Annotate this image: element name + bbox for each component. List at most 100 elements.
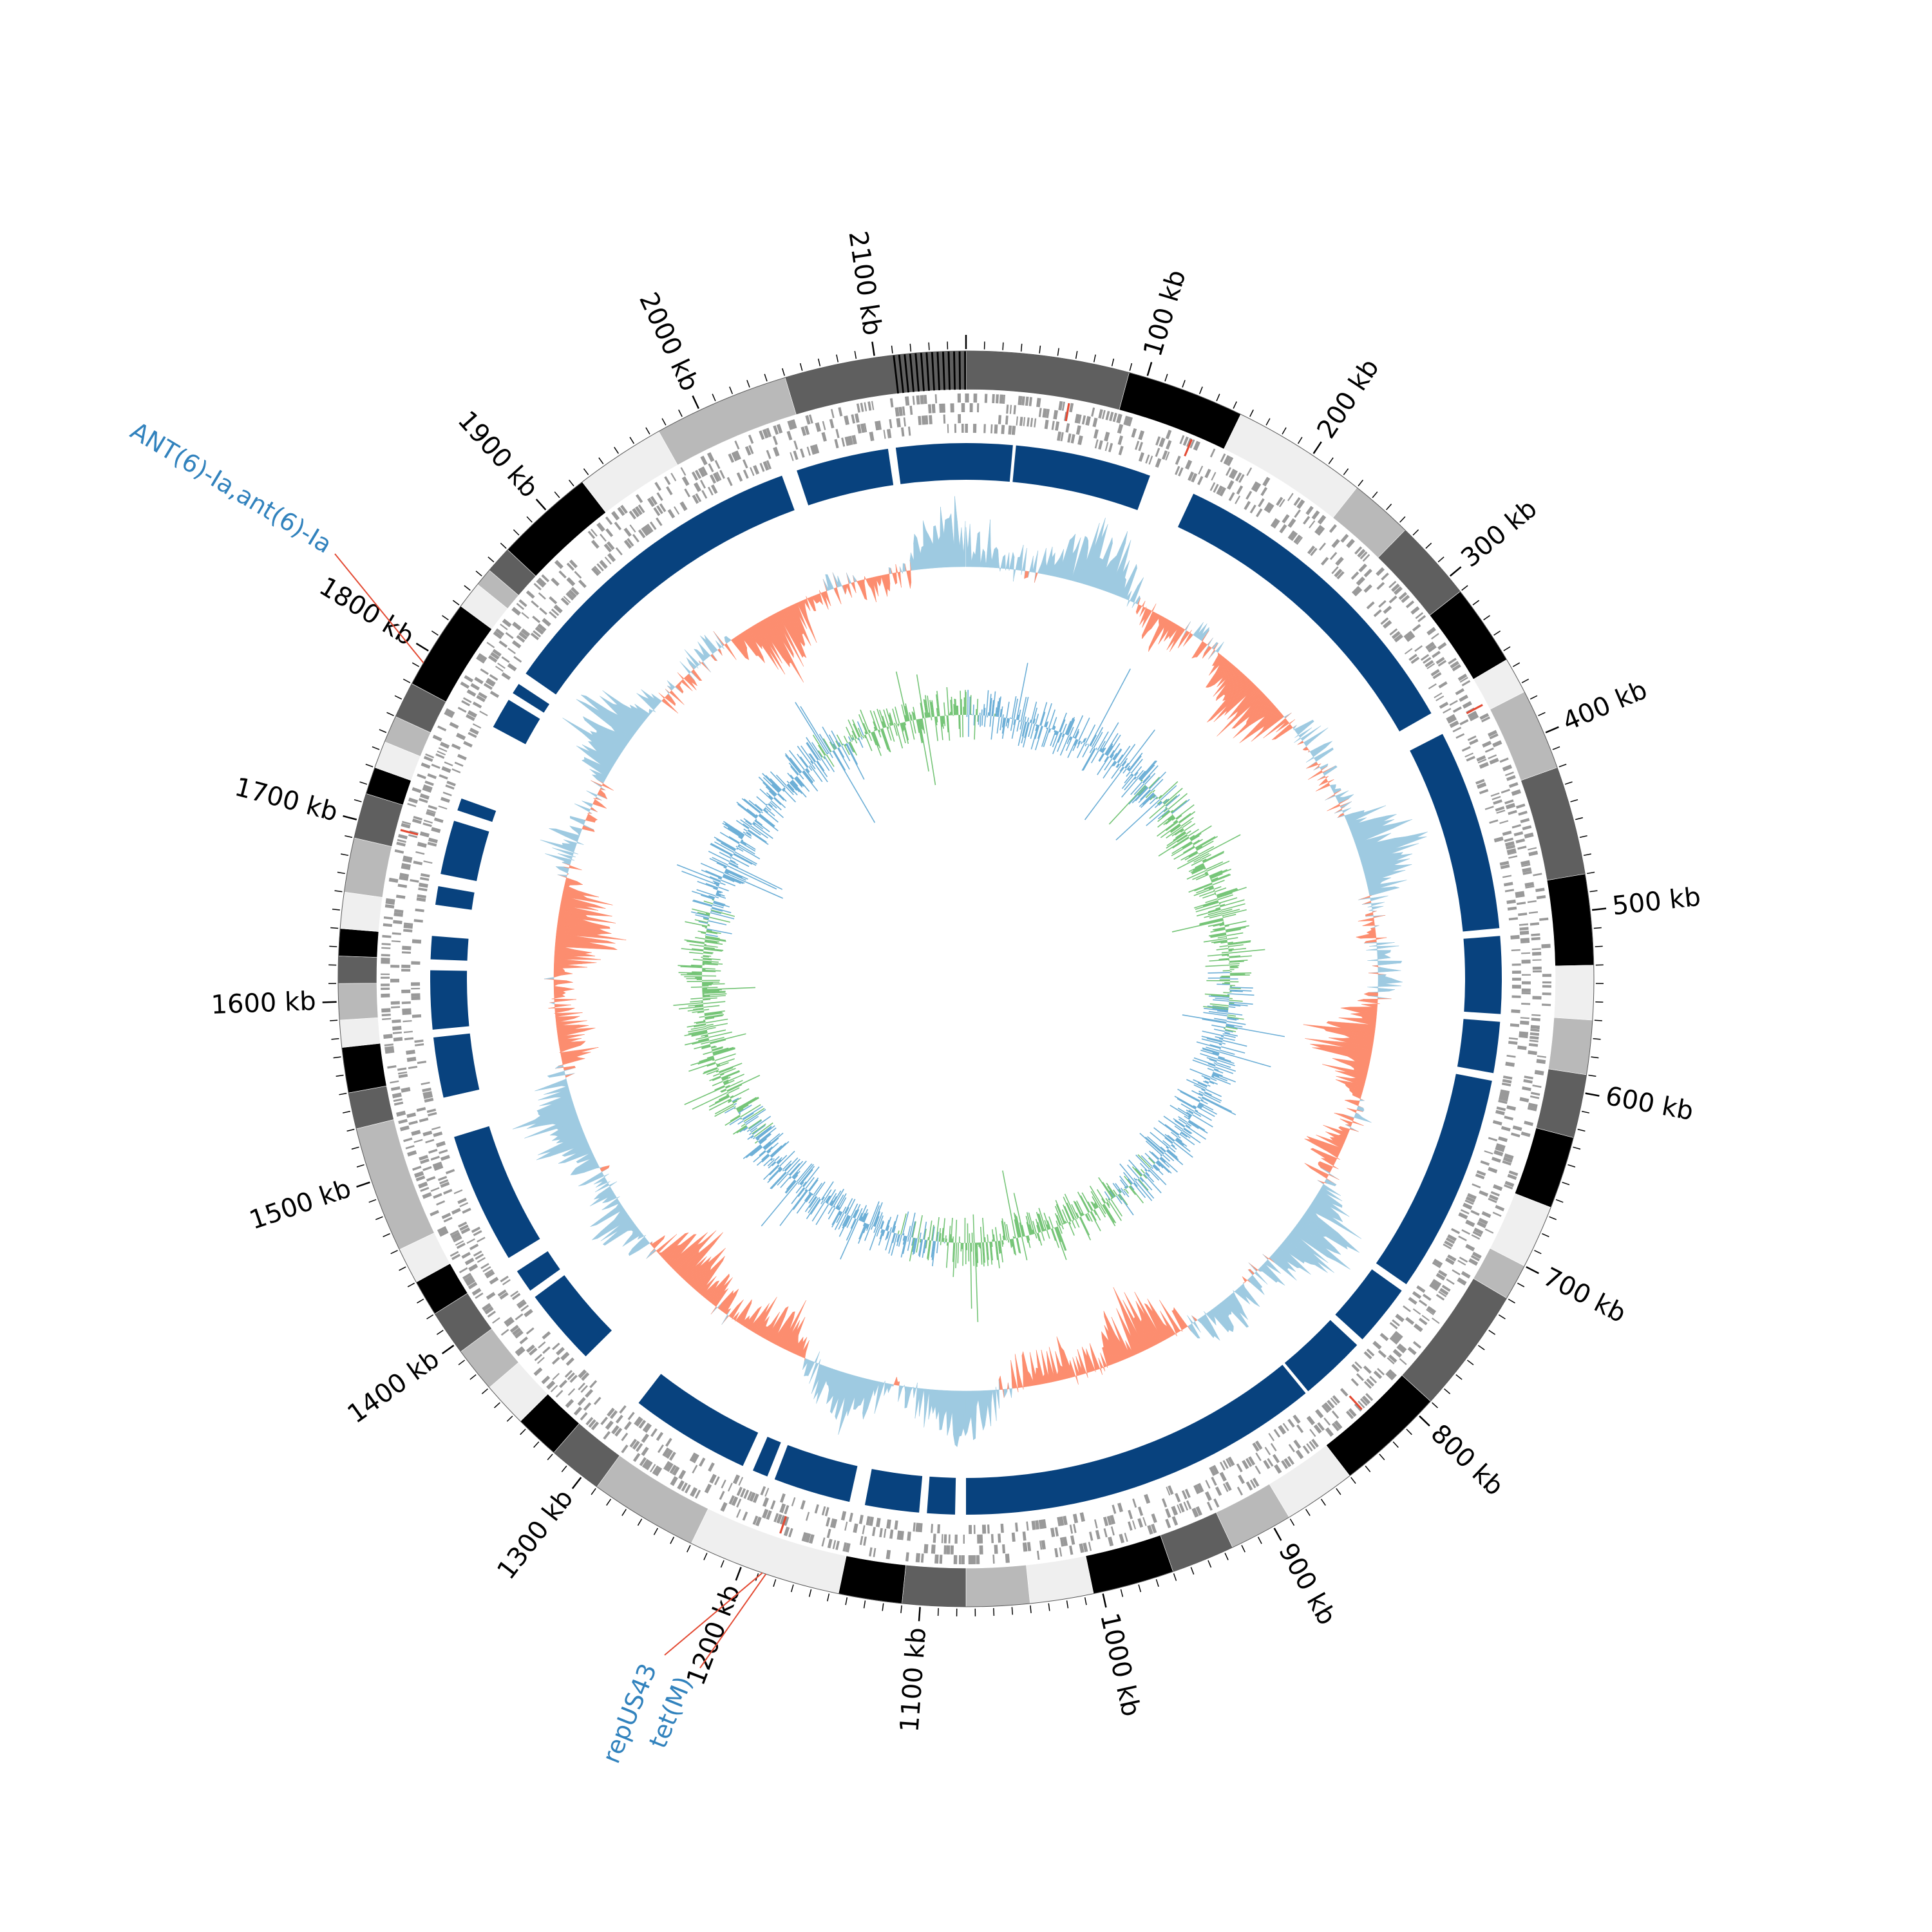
cds-forward-block [511, 607, 521, 616]
gc-skew-spike [1227, 1018, 1237, 1021]
gc-skew-spike [1103, 1204, 1115, 1223]
gc-skew-spike [1097, 756, 1110, 775]
cds-reverse-block [990, 424, 993, 433]
cds-forward-block [440, 741, 450, 749]
gc-skew-spike [1016, 1238, 1020, 1253]
gc-skew-spike [1217, 936, 1227, 939]
gc-skew-spike [784, 1180, 796, 1193]
cds-forward-block [536, 578, 545, 588]
gc-skew-spike [724, 870, 746, 881]
minor-tick [729, 386, 734, 395]
cds-reverse-block [402, 1010, 412, 1016]
cds-forward-block [1527, 900, 1537, 904]
gc-content-bar [582, 800, 594, 806]
cds-forward-block [462, 697, 472, 703]
gc-skew-spike [705, 937, 726, 942]
gc-skew-spike [1045, 721, 1049, 728]
cds-forward-block [632, 507, 640, 518]
gc-skew-spike [860, 1216, 863, 1222]
gc-skew-spike [888, 714, 893, 726]
gc-skew-spike [1153, 1164, 1164, 1175]
cds-reverse-block [1511, 985, 1521, 989]
cds-forward-block [397, 884, 408, 888]
cds-reverse-block [851, 435, 857, 445]
gc-skew-spike [1166, 1150, 1179, 1160]
gc-skew-spike [1178, 1116, 1188, 1123]
gc-skew-spike [713, 900, 726, 905]
major-tick [415, 642, 429, 652]
gc-skew-spike [1102, 747, 1106, 753]
cds-reverse-block [1511, 1009, 1520, 1014]
gc-skew-spike [1201, 1097, 1236, 1115]
cds-reverse-block [432, 1161, 442, 1168]
gc-content-bar [965, 527, 969, 567]
cds-reverse-block [1498, 1136, 1508, 1142]
cds-forward-block [500, 623, 508, 630]
cds-reverse-block [1501, 1082, 1511, 1087]
cds-forward-block [942, 403, 946, 413]
cds-reverse-block [411, 982, 421, 986]
minor-tick [359, 781, 368, 785]
cds-reverse-block [615, 1414, 623, 1424]
cds-forward-block [1249, 1479, 1256, 1489]
gc-skew-spike [811, 1193, 814, 1196]
cds-reverse-block [563, 596, 571, 603]
gc-skew-spike [1150, 794, 1156, 800]
gc-skew-spike [1209, 1081, 1215, 1084]
gc-skew-spike [1118, 1194, 1134, 1216]
cds-forward-block [923, 395, 927, 404]
gc-skew-spike [1104, 758, 1113, 771]
cds-reverse-block [417, 842, 427, 848]
cds-reverse-block [1307, 545, 1316, 554]
gc-skew-spike [737, 1108, 744, 1113]
contig-segment [964, 351, 966, 390]
cds-forward-block [804, 425, 810, 435]
gc-skew-spike [949, 1234, 951, 1243]
gc-skew-spike [1071, 1204, 1079, 1218]
cds-forward-block [842, 1542, 848, 1552]
gc-skew-spike [1117, 745, 1131, 764]
cds-forward-block [1521, 864, 1531, 867]
gc-skew-spike [1137, 770, 1144, 779]
gc-skew-spike [1145, 1137, 1165, 1154]
cds-reverse-block [965, 424, 968, 433]
gc-skew-spike [1160, 1146, 1166, 1152]
gc-skew-spike [703, 1001, 726, 1005]
cds-reverse-block [1264, 502, 1273, 512]
gc-skew-spike [689, 952, 703, 954]
cds-reverse-block [1011, 426, 1016, 435]
gc-skew-spike [790, 766, 799, 776]
cds-forward-block [835, 1540, 840, 1550]
cds-reverse-block [1519, 923, 1529, 926]
cds-reverse-block [451, 768, 461, 773]
gc-skew-spike [1182, 842, 1193, 849]
gc-skew-spike [975, 1242, 978, 1267]
cds-reverse-block [634, 1417, 643, 1427]
gc-skew-spike [939, 1233, 942, 1242]
cds-forward-block [635, 494, 643, 504]
gc-skew-spike [1082, 744, 1090, 758]
minor-tick [799, 363, 803, 371]
gc-skew-spike [719, 831, 740, 844]
gc-skew-spike [1073, 1200, 1082, 1217]
cds-reverse-block [569, 1374, 578, 1383]
gc-skew-spike [743, 828, 748, 832]
gc-skew-spike [1021, 721, 1027, 737]
minor-tick [500, 542, 507, 549]
gc-skew-spike [872, 732, 879, 747]
gc-skew-spike [834, 1213, 845, 1231]
cds-forward-block [1388, 595, 1397, 603]
gc-skew-spike [689, 943, 705, 947]
gc-skew-spike [787, 772, 794, 780]
gc-skew-spike [1195, 836, 1218, 849]
cds-reverse-block [1502, 1075, 1513, 1080]
cds-forward-block [1488, 1194, 1499, 1201]
gc-skew-spike [694, 1044, 711, 1050]
cds-forward-block [390, 1086, 401, 1091]
gc-skew-spike [1038, 1208, 1047, 1231]
gc-skew-spike [1017, 714, 1019, 721]
cds-reverse-block [1516, 902, 1526, 905]
minor-tick [1249, 409, 1254, 417]
cds-reverse-block [844, 436, 851, 446]
gc-skew-spike [1215, 907, 1221, 910]
